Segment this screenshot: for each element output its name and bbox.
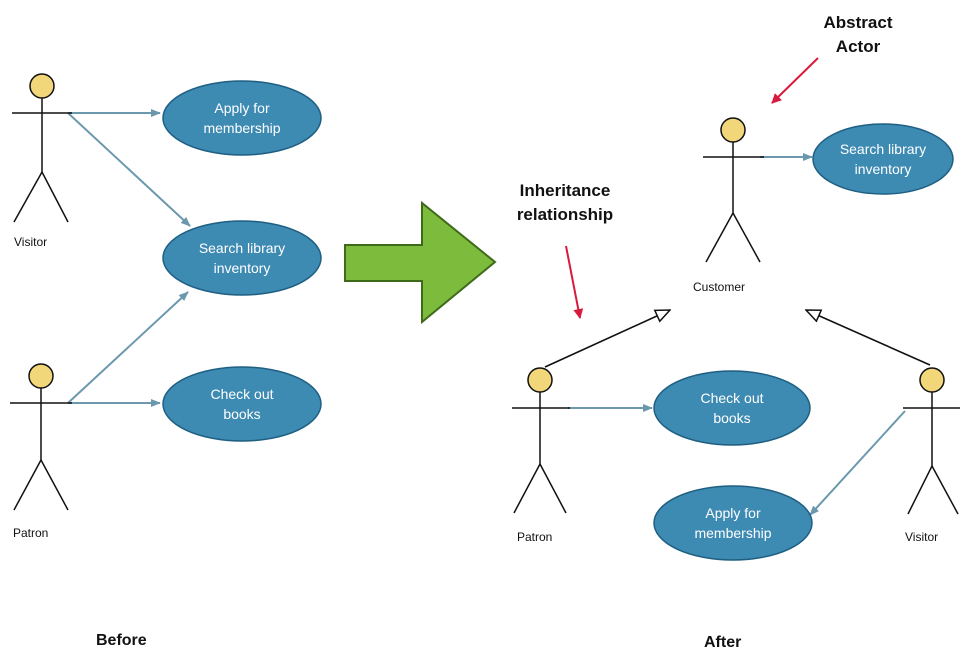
note-inheritance-line2: relationship [517, 205, 613, 224]
transform-arrow [344, 200, 497, 325]
association-visitor-search [67, 112, 191, 227]
actor-visitor-before [12, 73, 72, 223]
svg-text:Apply for: Apply for [214, 100, 270, 116]
use-case-apply-membership-before: Apply for membership [162, 80, 322, 156]
actor-head [527, 367, 553, 393]
actor-head [720, 117, 746, 143]
svg-text:books: books [713, 410, 750, 426]
svg-text:books: books [223, 406, 260, 422]
actor-label-visitor-after: Visitor [905, 530, 938, 544]
note-abstract-actor: Abstract [824, 13, 893, 32]
actor-head [919, 367, 945, 393]
actor-patron-after [512, 367, 570, 514]
svg-text:inventory: inventory [855, 161, 912, 177]
svg-text:Apply for: Apply for [705, 505, 761, 521]
svg-text:membership: membership [694, 525, 771, 541]
note-inheritance: Inheritance [520, 181, 611, 200]
actor-visitor-after [903, 367, 960, 515]
actor-label-patron-before: Patron [13, 526, 48, 540]
svg-text:Search library: Search library [840, 141, 926, 157]
svg-text:membership: membership [203, 120, 280, 136]
use-case-search-inventory-after: Search library inventory [812, 123, 954, 195]
callout-arrow-inheritance [565, 245, 584, 319]
actor-label-customer: Customer [693, 280, 745, 294]
svg-text:inventory: inventory [214, 260, 271, 276]
generalization-visitor-customer [806, 310, 931, 366]
caption-before: Before [96, 632, 147, 649]
actor-customer-after [703, 117, 764, 263]
callout-arrow-abstract-actor [771, 57, 819, 104]
svg-text:Search library: Search library [199, 240, 285, 256]
actor-patron-before [10, 363, 72, 511]
note-abstract-actor-line2: Actor [836, 37, 881, 56]
use-case-checkout-books-after: Check out books [653, 370, 811, 446]
association-patron-search [67, 291, 189, 404]
svg-text:Check out: Check out [700, 390, 763, 406]
use-case-search-inventory-before: Search library inventory [162, 220, 322, 296]
actor-head [29, 73, 55, 99]
use-case-checkout-books-before: Check out books [162, 366, 322, 442]
generalization-patron-customer [544, 310, 670, 368]
svg-text:Check out: Check out [210, 386, 273, 402]
actor-label-patron-after: Patron [517, 530, 552, 544]
caption-after: After [704, 634, 741, 651]
actor-label-visitor-before: Visitor [14, 235, 47, 249]
use-case-apply-membership-after: Apply for membership [653, 485, 813, 561]
actor-head [28, 363, 54, 389]
association-visitor-apply-after [809, 410, 906, 516]
